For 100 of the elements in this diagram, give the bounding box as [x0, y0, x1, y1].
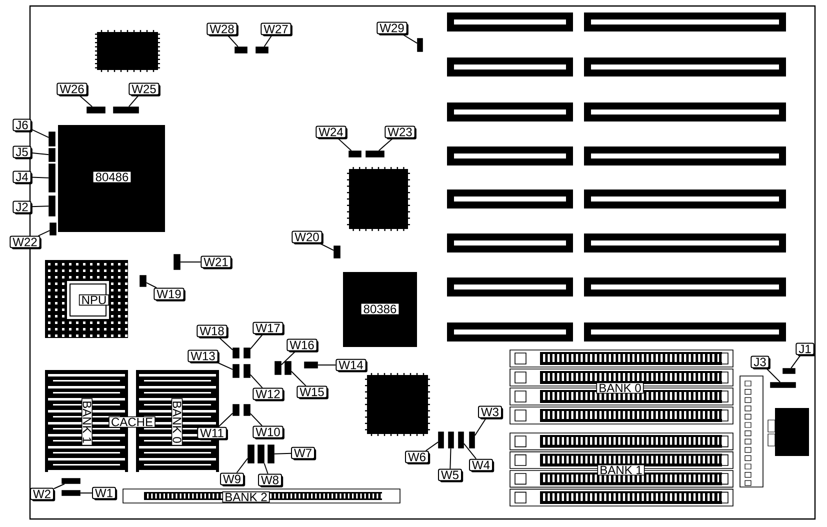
callout-label: J4 [12, 170, 32, 184]
part-label: BANK 1 [597, 464, 645, 476]
callout-label: W3 [478, 406, 504, 420]
callout-label: W12 [252, 388, 284, 402]
callout-label: W26 [56, 82, 88, 96]
callout-label: W6 [405, 450, 430, 464]
jumper [469, 432, 475, 448]
leader-line [264, 34, 272, 48]
leader-line [264, 462, 268, 474]
leader-line [790, 354, 801, 369]
leader-line [463, 443, 477, 460]
callout-label: W8 [258, 474, 284, 488]
jumper [268, 444, 274, 464]
jumper [348, 150, 362, 158]
jumper [232, 348, 240, 358]
callout-label: W21 [200, 256, 232, 270]
callout-label: W19 [154, 288, 186, 302]
callout-label: W13 [188, 350, 220, 364]
callout-label: W28 [206, 22, 238, 36]
leader-line [290, 370, 306, 386]
leader-line [250, 334, 264, 350]
jumper [232, 364, 240, 378]
jumper [284, 361, 292, 375]
jumper [366, 150, 384, 158]
part-label: NPU [78, 294, 110, 306]
jumper [448, 432, 454, 448]
part-label: 80386 [361, 304, 399, 314]
callout-label: W18 [196, 324, 228, 338]
jumper [62, 478, 80, 484]
part-label: BANK 2 [222, 491, 270, 503]
jumper [304, 362, 318, 368]
jumper [438, 432, 444, 448]
callout-label: W23 [384, 126, 416, 140]
leader-line [236, 458, 248, 474]
leader-line [38, 230, 50, 236]
callout-label: W2 [30, 488, 56, 502]
callout-label: W17 [252, 322, 284, 336]
callout-label: J1 [796, 342, 816, 356]
jumper [48, 196, 56, 216]
leader-line [450, 448, 452, 470]
jumper [417, 38, 423, 52]
leader-line [80, 492, 92, 494]
part-label: BANK 0 [171, 398, 183, 446]
leader-line [30, 206, 50, 208]
jumper [244, 364, 250, 378]
leader-line [128, 94, 140, 108]
callout-label: W11 [197, 426, 228, 440]
leader-line [30, 176, 50, 178]
jumper [248, 444, 254, 464]
callout-label: W22 [10, 236, 42, 250]
leader-line [78, 94, 93, 108]
leader-line [474, 418, 486, 436]
leader-line [30, 128, 50, 138]
jumper [258, 444, 264, 464]
jumper [274, 361, 282, 375]
callout-label: J6 [12, 118, 32, 132]
leader-line [766, 368, 781, 383]
jumper [458, 432, 464, 448]
callout-label: J5 [12, 146, 32, 160]
part-label: BANK 1 [81, 398, 93, 446]
leader-line [250, 374, 263, 388]
callout-label: W27 [260, 22, 292, 36]
callout-label: W20 [292, 230, 324, 244]
callout-label: W14 [336, 358, 368, 372]
callout-label: J2 [12, 200, 32, 214]
callout-label: W29 [376, 22, 408, 36]
leader-line [54, 483, 66, 490]
leader-line [337, 138, 352, 152]
jumper [48, 132, 56, 146]
leader-line [402, 34, 418, 44]
leader-line [378, 138, 394, 152]
callout-label: W4 [469, 458, 494, 472]
callout-label: W16 [286, 338, 318, 352]
jumper [174, 254, 180, 270]
jumper [140, 275, 146, 287]
jumper [256, 46, 268, 54]
jumper [86, 106, 106, 114]
jumper [782, 368, 796, 374]
jumper [50, 222, 56, 236]
callout-label: W24 [316, 126, 348, 140]
callout-label: W15 [296, 386, 328, 400]
callout-label: W1 [92, 486, 118, 500]
leader-line [30, 152, 50, 156]
leader-line [218, 412, 234, 428]
jumper [62, 490, 80, 496]
leader-line [319, 242, 334, 251]
leader-line [317, 364, 336, 366]
leader-line [218, 336, 234, 350]
callout-label: W9 [220, 472, 246, 486]
jumper [113, 106, 139, 114]
leader-line [146, 282, 158, 288]
leader-line [274, 452, 292, 454]
part-label: CACHE [108, 416, 156, 428]
callout-label: W25 [128, 82, 160, 96]
jumper [244, 404, 250, 416]
jumper [244, 348, 250, 358]
jumper [48, 148, 56, 162]
callout-label: W10 [252, 426, 284, 440]
leader-line [280, 350, 296, 366]
callout-label: J3 [750, 356, 770, 370]
